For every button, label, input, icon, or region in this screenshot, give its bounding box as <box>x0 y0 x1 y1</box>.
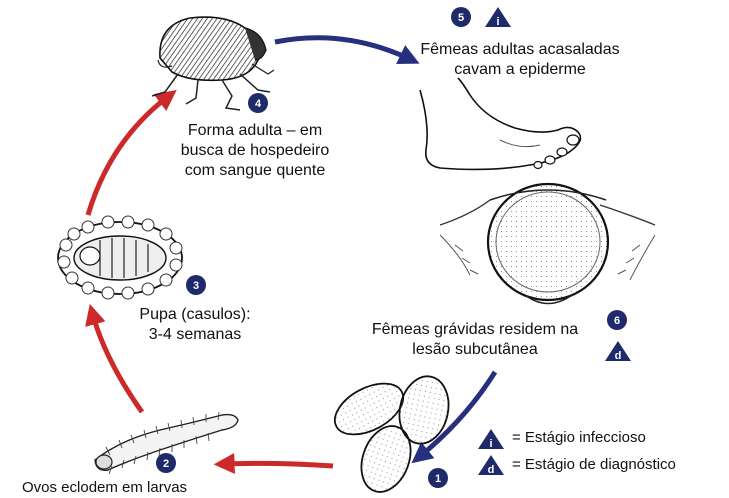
svg-text:1: 1 <box>435 473 441 485</box>
pupa-icon <box>57 215 183 300</box>
svg-text:5: 5 <box>458 12 464 24</box>
svg-text:3: 3 <box>193 280 199 292</box>
infective-marker-stage-5: i <box>485 7 511 28</box>
stage-3-label-line2: 3-4 semanas <box>148 326 242 343</box>
stage-2-label: Ovos eclodem em larvas <box>22 479 188 496</box>
svg-text:6: 6 <box>614 315 620 327</box>
stage-3-label-line1: Pupa (casulos): <box>139 306 251 323</box>
arrow-flea-to-foot <box>274 35 420 65</box>
legend-infective-text: = Estágio infeccioso <box>512 429 646 446</box>
stage-badge-2: 2 <box>156 453 176 473</box>
larva-icon <box>94 411 239 475</box>
svg-text:d: d <box>488 464 495 476</box>
stage-badge-3: 3 <box>186 275 206 295</box>
stage-badge-5: 5 <box>451 7 471 27</box>
arrow-lesion-to-eggs <box>411 370 498 464</box>
stage-badge-6: 6 <box>607 310 627 330</box>
stage-4-label: Forma adulta – em busca de hospedeiro co… <box>160 121 350 181</box>
stage-6-label-line1: Fêmeas grávidas residem na <box>371 321 579 338</box>
foot-icon <box>419 77 582 171</box>
stage-badge-4: 4 <box>248 93 268 113</box>
eggs-icon <box>333 375 450 493</box>
svg-text:d: d <box>615 350 622 362</box>
stage-6-label-line2: lesão subcutânea <box>412 341 538 358</box>
svg-text:4: 4 <box>255 98 262 110</box>
svg-text:i: i <box>496 16 499 28</box>
stage-4-label-line3: com sangue quente <box>184 162 326 179</box>
legend-diagnostic-text: = Estágio de diagnóstico <box>512 456 676 473</box>
stage-5-label-line2: cavam a epiderme <box>454 61 586 78</box>
legend-diagnostic-marker: d <box>478 455 504 476</box>
arrow-pupa-to-flea <box>85 89 177 216</box>
stage-4-label-line2: busca de hospedeiro <box>180 142 330 159</box>
lesion-icon <box>439 182 656 305</box>
svg-text:i: i <box>489 438 492 450</box>
stage-badge-1: 1 <box>428 468 448 488</box>
stage-6-label: Fêmeas grávidas residem na lesão subcutâ… <box>348 320 602 360</box>
stage-5-label: Fêmeas adultas acasaladas cavam a epider… <box>420 40 620 80</box>
stage-3-label: Pupa (casulos): 3-4 semanas <box>110 305 280 345</box>
diagnostic-marker-stage-6: d <box>605 341 631 362</box>
arrow-larva-to-pupa <box>85 303 145 414</box>
svg-text:2: 2 <box>163 458 169 470</box>
stage-5-label-line1: Fêmeas adultas acasaladas <box>420 41 620 58</box>
flea-icon <box>151 16 275 111</box>
stage-4-label-line1: Forma adulta – em <box>187 122 323 139</box>
arrow-eggs-to-larva <box>213 453 334 475</box>
legend-infective-marker: i <box>478 429 504 450</box>
